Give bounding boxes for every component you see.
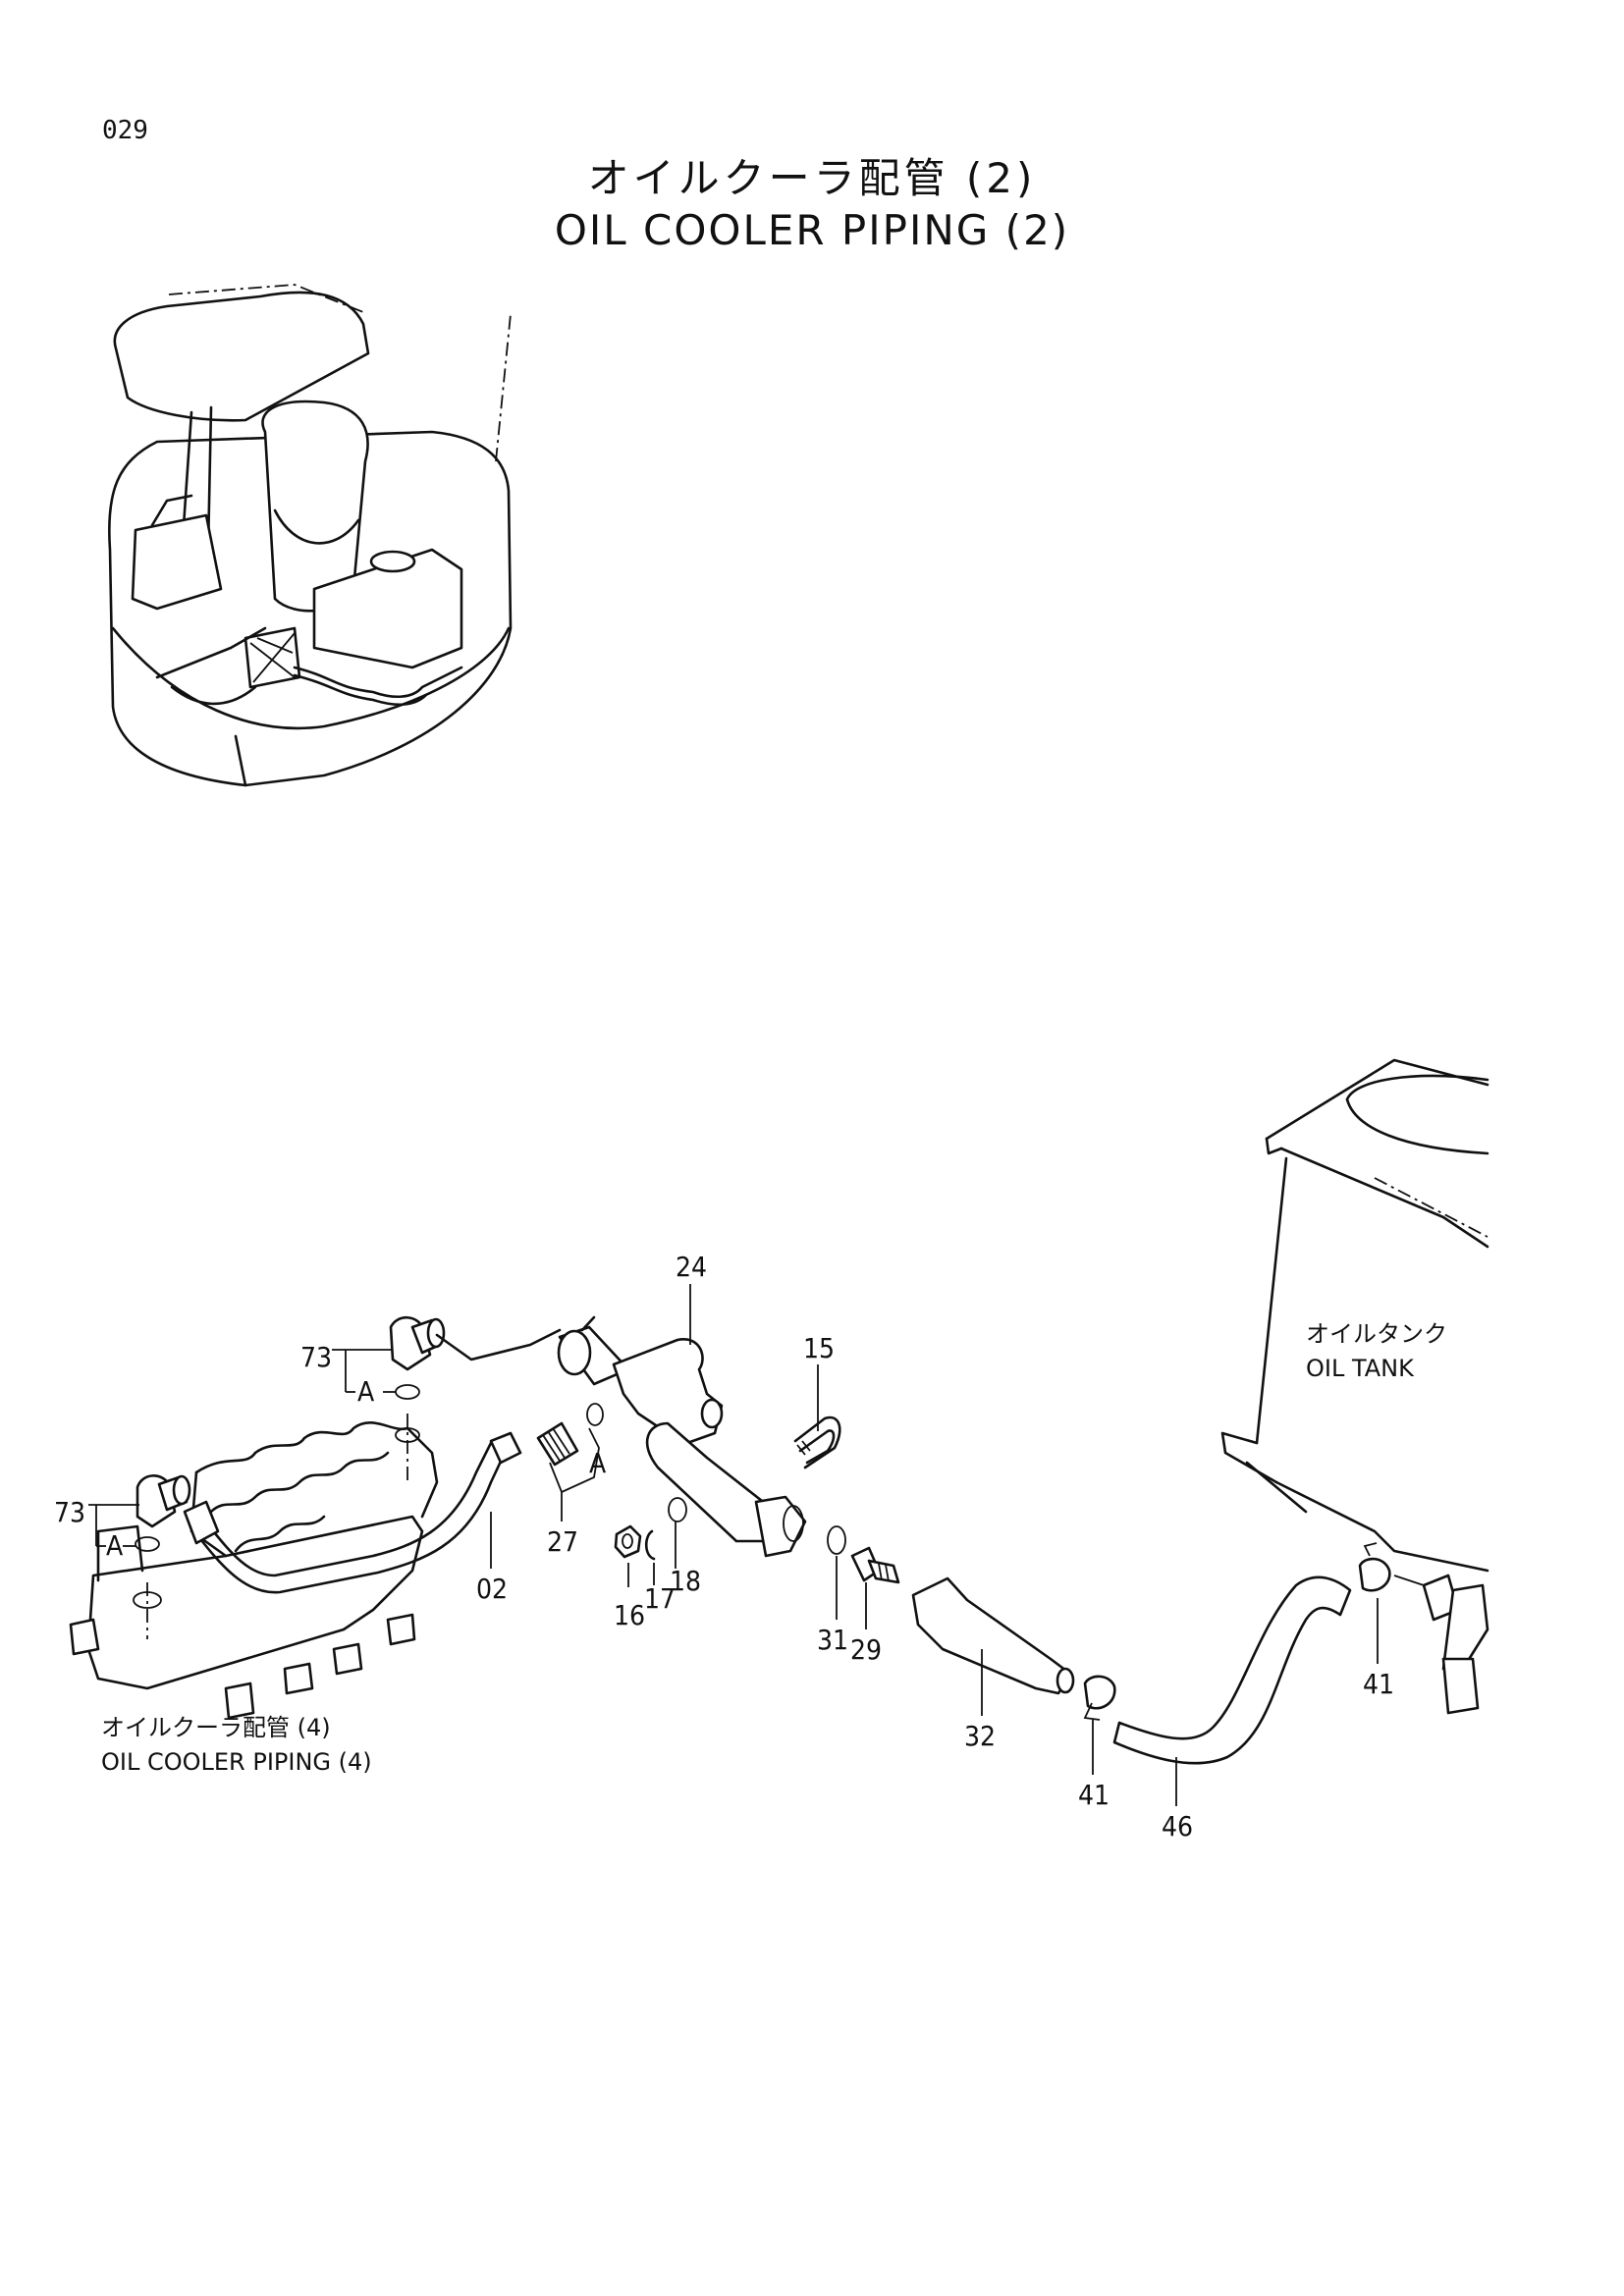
nut-16 xyxy=(614,1524,642,1559)
callout-31: 31 xyxy=(817,1624,848,1656)
hose-upper xyxy=(435,1328,562,1362)
page-title-japanese: オイルクーラ配管 (2) xyxy=(587,154,1037,202)
callout-15: 15 xyxy=(803,1332,835,1364)
oil-tank-label-japanese: オイルタンク xyxy=(1306,1320,1447,1348)
o-ring-31 xyxy=(827,1525,846,1555)
callout-41-upper: 41 xyxy=(1363,1668,1394,1700)
ref-piping-label-japanese: オイルクーラ配管 (4) xyxy=(101,1714,331,1741)
callout-24: 24 xyxy=(676,1251,707,1283)
callout-46: 46 xyxy=(1162,1810,1193,1842)
callout-27: 27 xyxy=(547,1525,578,1558)
spring-washer-17 xyxy=(644,1529,656,1561)
o-ring-a-27 xyxy=(586,1403,604,1426)
u-bolt-15 xyxy=(793,1415,841,1469)
adapter-32 xyxy=(911,1576,1075,1695)
connector-label-a-upper: A xyxy=(357,1375,375,1408)
hose-46 xyxy=(1112,1575,1352,1765)
connector-label-a-lower: A xyxy=(106,1529,124,1562)
hose-clamp-41-upper xyxy=(1358,1542,1425,1592)
page-number: 029 xyxy=(102,116,148,145)
callout-73-lower: 73 xyxy=(54,1496,85,1528)
elbow-fitting-73-lower xyxy=(135,1474,191,1552)
callout-17: 17 xyxy=(644,1582,676,1615)
machine-overview-illustration xyxy=(108,284,513,787)
callout-18: 18 xyxy=(670,1565,701,1597)
callout-29: 29 xyxy=(850,1633,882,1666)
callout-02: 02 xyxy=(476,1573,508,1605)
control-valve-illustration xyxy=(69,1414,439,1720)
washer-18 xyxy=(668,1497,687,1522)
callout-41-lower: 41 xyxy=(1078,1779,1110,1811)
oil-tank-label-english: OIL TANK xyxy=(1306,1355,1415,1382)
callout-32: 32 xyxy=(964,1720,996,1752)
connector-label-a-middle: A xyxy=(589,1447,607,1479)
tee-fitting-24 xyxy=(557,1315,807,1558)
leader-lines xyxy=(88,1284,1379,1806)
hose-clamp-41-lower xyxy=(1083,1675,1116,1721)
elbow-fitting-73-upper xyxy=(389,1315,446,1400)
ref-piping-label-english: OIL COOLER PIPING (4) xyxy=(101,1748,372,1776)
callout-16: 16 xyxy=(614,1599,645,1631)
adapter-27 xyxy=(536,1421,579,1467)
oil-tank-illustration xyxy=(1220,1058,1489,1715)
callout-73-upper: 73 xyxy=(300,1341,332,1373)
connector-29 xyxy=(850,1546,900,1584)
hose-02 xyxy=(183,1431,522,1594)
page-title-english: OIL COOLER PIPING (2) xyxy=(554,206,1070,254)
